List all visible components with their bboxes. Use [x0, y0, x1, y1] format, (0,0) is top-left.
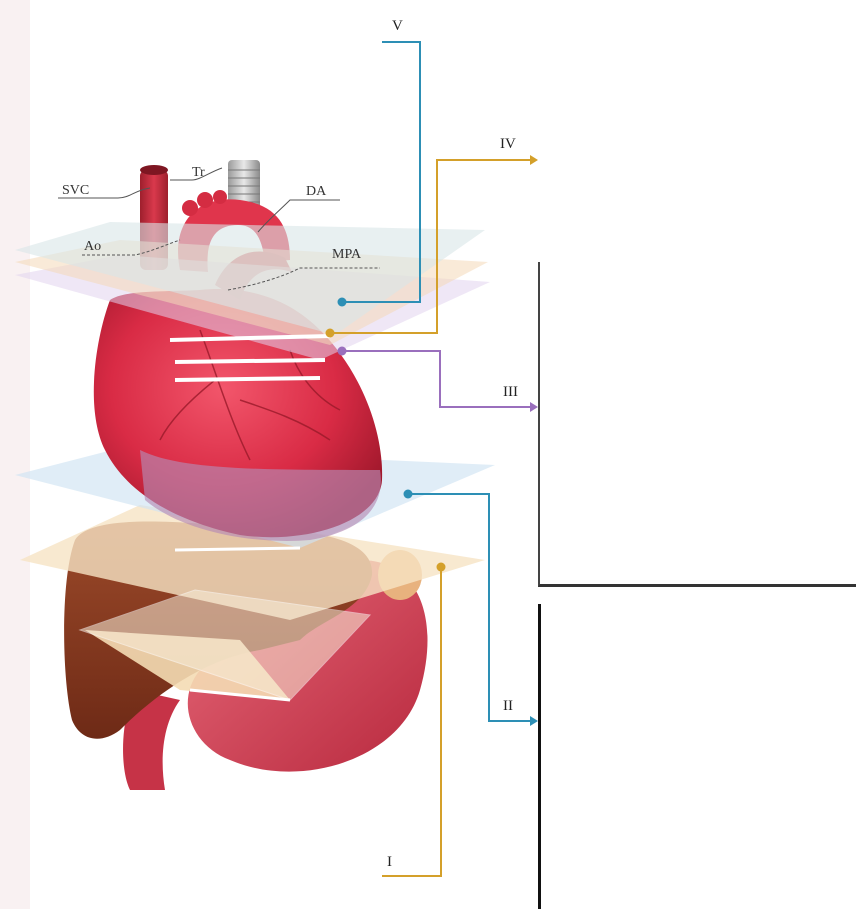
plane-II-label: II — [503, 698, 513, 714]
plane-I-marker — [437, 563, 446, 572]
plane-II-arrowhead — [530, 716, 538, 726]
svc-label: SVC — [62, 183, 89, 198]
mpa-label: MPA — [332, 247, 362, 262]
tr-label: Tr — [192, 165, 205, 180]
plane-III-label: III — [503, 384, 518, 400]
plane-II-marker — [404, 490, 413, 499]
plane-IV-marker — [326, 329, 335, 338]
callout-II: II — [404, 490, 539, 727]
plane-III-marker — [338, 347, 347, 356]
plane-III-arrowhead — [530, 402, 538, 412]
ao-label: Ao — [84, 239, 101, 254]
da-label: DA — [306, 184, 327, 199]
section-image-panel-upper — [538, 262, 856, 587]
plane-V-label: V — [392, 18, 403, 34]
section-image-panel-lower — [538, 604, 856, 909]
plane-V-marker — [338, 298, 347, 307]
plane-IV-label: IV — [500, 136, 516, 152]
plane-I-label: I — [387, 854, 392, 870]
plane-IV-arrowhead — [530, 155, 538, 165]
background-tint — [0, 0, 30, 909]
callout-III: III — [338, 347, 539, 413]
